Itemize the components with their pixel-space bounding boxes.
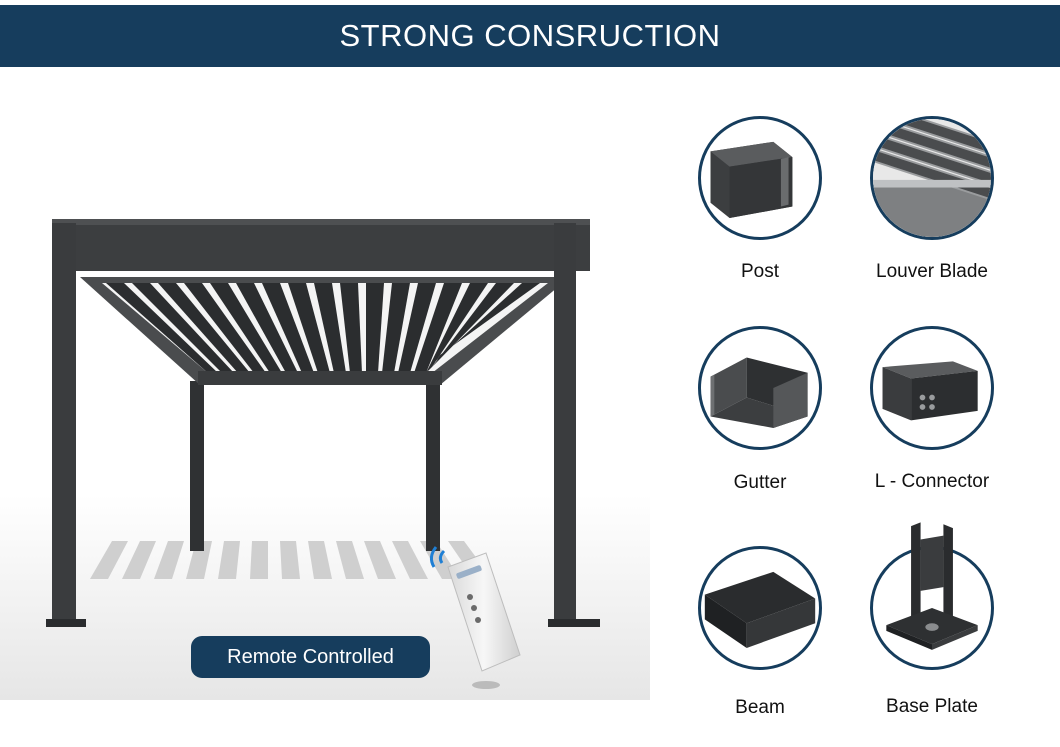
front-post-right: [554, 223, 576, 625]
part-label-louver-blade: Louver Blade: [876, 261, 988, 282]
right-base: [548, 619, 600, 627]
remote-controlled-badge: Remote Controlled: [191, 636, 430, 678]
louver-blade-icon: [870, 116, 994, 240]
back-beam: [198, 371, 442, 385]
badge-label: Remote Controlled: [227, 646, 394, 668]
front-post-left: [52, 223, 76, 625]
left-base: [46, 619, 86, 627]
header-banner: STRONG CONSRUCTION: [0, 5, 1060, 67]
back-post-right: [426, 381, 440, 551]
front-beam: [52, 223, 590, 271]
page-title: STRONG CONSRUCTION: [339, 18, 721, 53]
part-label-base-plate: Base Plate: [886, 696, 978, 717]
remote-control-image: [429, 546, 521, 689]
beam-icon: [698, 546, 822, 670]
part-label-post: Post: [740, 261, 780, 282]
pergola-illustration: [0, 219, 650, 700]
gutter-icon: [698, 326, 822, 450]
part-label-beam: Beam: [735, 697, 785, 718]
back-post-left: [190, 381, 204, 551]
roof-top-edge: [52, 219, 590, 225]
part-label-l-connector: L - Connector: [874, 471, 990, 492]
l-connector-icon: [870, 326, 994, 450]
louver-blades: [106, 283, 540, 373]
base-plate-icon: [870, 522, 994, 670]
post-icon: [698, 116, 822, 240]
part-label-gutter: Gutter: [733, 472, 787, 493]
